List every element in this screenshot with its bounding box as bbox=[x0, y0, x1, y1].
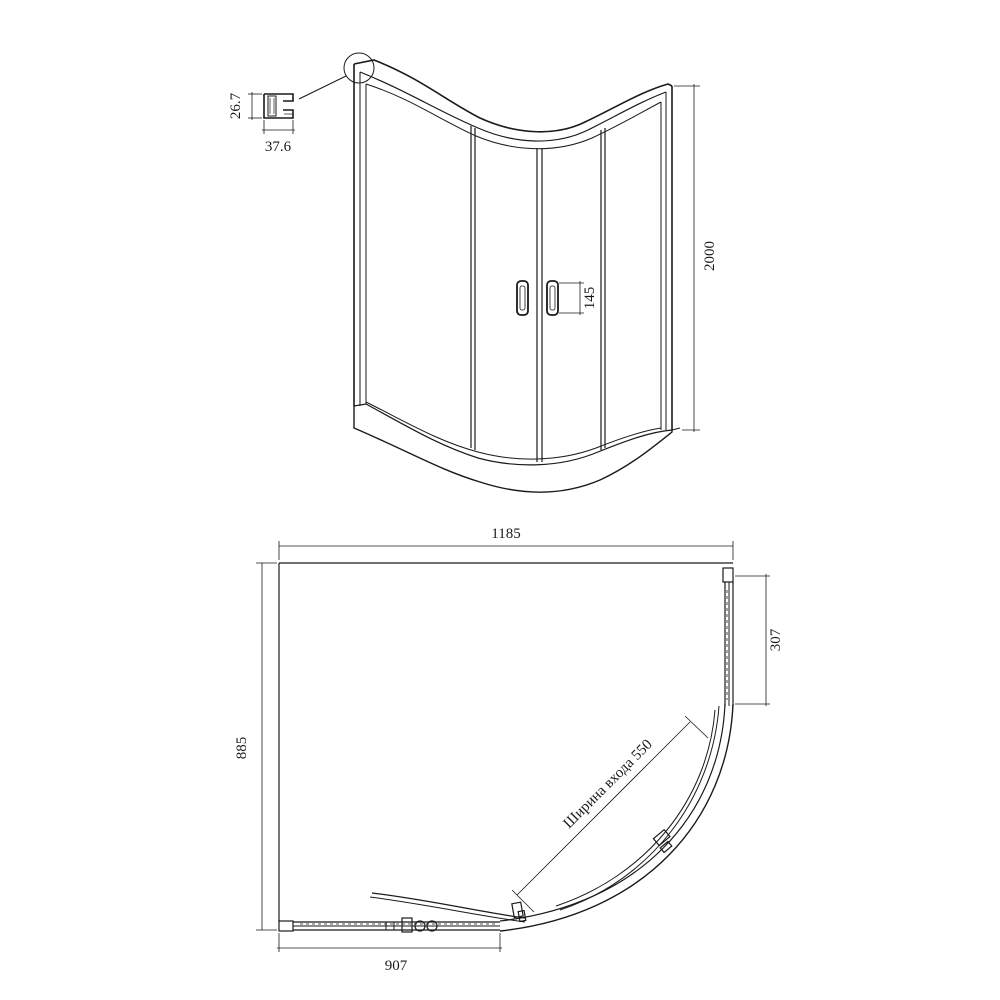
profile-width-label: 37.6 bbox=[265, 139, 292, 155]
door-panels bbox=[470, 126, 606, 462]
shower-tray bbox=[353, 401, 681, 493]
right-upright bbox=[660, 86, 673, 430]
open-door-arc bbox=[371, 892, 526, 919]
left-door-handle bbox=[516, 280, 529, 316]
elevation-view: 145 2000 bbox=[353, 59, 718, 493]
plan-view: 1185 885 307 bbox=[234, 526, 784, 974]
profile-section-shape bbox=[263, 93, 294, 119]
handle-height-label: 145 bbox=[582, 287, 598, 310]
overall-height-label: 2000 bbox=[702, 241, 718, 271]
wall-outline bbox=[278, 562, 733, 922]
side-panel-dimension bbox=[735, 574, 770, 706]
front-panel-dimension bbox=[277, 933, 502, 952]
profile-dimension-lines bbox=[248, 92, 295, 134]
front-panel-label: 907 bbox=[385, 958, 408, 974]
right-door-handle bbox=[546, 280, 559, 316]
top-curved-rail bbox=[353, 59, 673, 150]
height-dimension bbox=[674, 84, 700, 432]
depth-dimension bbox=[256, 562, 277, 931]
width-dimension bbox=[278, 541, 734, 560]
curved-sliding-doors bbox=[369, 703, 734, 932]
side-panel-label: 307 bbox=[768, 628, 784, 651]
door-handles bbox=[516, 280, 559, 316]
handle-dimension bbox=[559, 281, 584, 315]
detail-leader-line bbox=[298, 75, 347, 100]
entrance-width-dimension bbox=[511, 715, 709, 913]
plan-depth-label: 885 bbox=[234, 737, 250, 760]
entrance-width-label: Ширина входа 550 bbox=[561, 737, 656, 832]
detail-callout-circle bbox=[343, 52, 375, 84]
profile-detail: 26.7 37.6 bbox=[228, 52, 375, 155]
plan-width-label: 1185 bbox=[491, 526, 520, 542]
front-fixed-panel bbox=[278, 917, 500, 933]
side-fixed-panel bbox=[722, 567, 734, 706]
left-upright bbox=[353, 64, 367, 406]
plan-door-handles bbox=[511, 828, 673, 923]
profile-height-label: 26.7 bbox=[228, 92, 244, 119]
